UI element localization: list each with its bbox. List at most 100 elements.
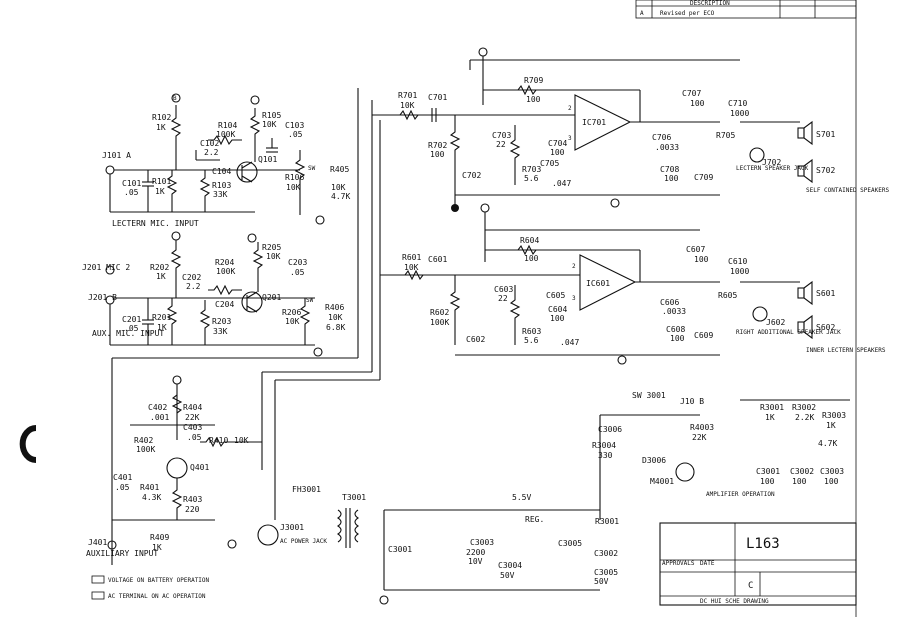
ic701-pin2: 2 — [568, 105, 572, 112]
r202-label: R202 — [150, 263, 169, 272]
ic601-pin2: 2 — [572, 263, 576, 270]
j702-jack[interactable] — [749, 147, 765, 163]
r106-value: 10K — [286, 183, 301, 192]
c607-value: 100 — [694, 255, 709, 264]
c704-value: 100 — [550, 148, 565, 157]
r406b-value: 6.8K — [326, 323, 345, 332]
c3005-label: C3005 — [558, 539, 582, 548]
size-letter: C — [748, 581, 753, 591]
c3002b-label: C3002 — [790, 467, 814, 476]
node-b-mid-2 — [247, 233, 257, 243]
c601-label: C601 — [428, 255, 447, 264]
r601-value: 10K — [404, 263, 419, 272]
node-d-ground-2 — [313, 347, 323, 357]
c3003-voltage: 10V — [468, 557, 483, 566]
c3005-big-voltage: 50V — [594, 577, 609, 586]
power-supply: FH3001 J3001 AC POWER JACK T3001 C3001 C… — [257, 485, 619, 605]
c102-label: C102 — [200, 139, 219, 148]
r702-value: 100 — [430, 150, 445, 159]
r703-value: 5.6 — [524, 174, 539, 183]
battery-legend-text: VOLTAGE ON BATTERY OPERATION — [108, 577, 210, 584]
r601-label: R601 — [402, 253, 421, 262]
r604-label: R604 — [520, 236, 539, 245]
r603-value: 5.6 — [524, 336, 539, 345]
c703-label: C703 — [492, 131, 511, 140]
c610-label: C610 — [728, 257, 747, 266]
c3001-label: C3001 — [388, 545, 412, 554]
j401-jack[interactable] — [107, 540, 117, 550]
r603-label: R603 — [522, 327, 541, 336]
r203-value: 33K — [213, 327, 228, 336]
node-d-psu — [379, 595, 389, 605]
aux-input-label: AUX. MIC. INPUT — [92, 329, 164, 338]
c3004-voltage: 50V — [500, 571, 515, 580]
r204-label: R204 — [215, 258, 234, 267]
lectern-mic-jack[interactable] — [105, 165, 115, 175]
legend: VOLTAGE ON BATTERY OPERATION AC TERMINAL… — [91, 575, 210, 600]
ic701-label: IC701 — [582, 118, 606, 127]
sw-label-top: SW — [308, 165, 316, 172]
reg-label: REG. — [525, 515, 544, 524]
aux-jack1-label: J201 MIC 2 — [82, 263, 130, 272]
r604-value: 100 — [524, 254, 539, 263]
r701-label: R701 — [398, 91, 417, 100]
date-label: DATE — [700, 560, 715, 567]
j401-label: J401 — [88, 538, 107, 547]
c401-label: C401 — [113, 473, 132, 482]
c3003b-value: 100 — [824, 477, 839, 486]
fh3001-label: FH3001 — [292, 485, 321, 494]
aux-jack2-label: J201 B — [88, 293, 117, 302]
d3006-label: D3006 — [642, 456, 666, 465]
bottom-speaker-label: INNER LECTERN SPEAKERS — [806, 347, 886, 354]
r401-value: 4.3K — [142, 493, 161, 502]
r410-value: 10K — [234, 436, 249, 445]
c606-label: C606 — [660, 298, 679, 307]
node-c-top — [451, 204, 459, 212]
r101-value: 1K — [155, 187, 165, 196]
bottom-amp-channel: R601 10K C601 R604 100 R602 100K C602 C6… — [380, 203, 886, 365]
r3004-label: R3004 — [592, 441, 616, 450]
aux-mic-jack-1[interactable] — [105, 265, 115, 275]
binding-hole-mark — [19, 425, 37, 463]
c3001b-value: 100 — [760, 477, 775, 486]
top-jack-label: LECTERN SPEAKER JACK — [736, 165, 809, 172]
j3001-ac-jack[interactable] — [257, 524, 279, 546]
ic601-pin3: 3 — [572, 295, 576, 302]
c201-value: .05 — [124, 324, 139, 333]
r703-label: R703 — [522, 165, 541, 174]
node-a-mid — [480, 203, 490, 213]
r405-value: 10K — [331, 183, 346, 192]
r205-label: R205 — [262, 243, 281, 252]
s602-label: S602 — [816, 323, 835, 332]
rev-description-header: DESCRIPTION — [690, 0, 730, 7]
r405-label: R405 — [330, 165, 349, 174]
c707-value: 100 — [690, 99, 705, 108]
j602-jack[interactable] — [752, 306, 768, 322]
m4001-meter — [675, 462, 695, 482]
r202-value: 1K — [156, 272, 166, 281]
c701-label: C701 — [428, 93, 447, 102]
j10b-label: J10 B — [680, 397, 704, 406]
j602-label: J602 — [766, 318, 785, 327]
r3002-value: 2.2K — [795, 413, 814, 422]
c608-label: C608 — [666, 325, 685, 334]
c104-label: C104 — [212, 167, 231, 176]
r3003-value: 1K — [826, 421, 836, 430]
s701-label: S701 — [816, 130, 835, 139]
r403-value: 220 — [185, 505, 200, 514]
sw-label-mid: SW — [306, 297, 314, 304]
r409-label: R409 — [150, 533, 169, 542]
lectern-input-label: LECTERN MIC. INPUT — [112, 219, 199, 228]
transformer-primary — [337, 509, 342, 543]
node-d-aux — [227, 539, 237, 549]
r3001b-value: 1K — [765, 413, 775, 422]
aux-mic-channel: J201 MIC 2 J201 B C201 .05 R201 1K R202 … — [82, 231, 345, 357]
c709-label: C709 — [694, 173, 713, 182]
m4001-label: M4001 — [650, 477, 674, 486]
c710-value: 1000 — [730, 109, 749, 118]
c710-label: C710 — [728, 99, 747, 108]
j702-label: J702 — [762, 158, 781, 167]
drawing-title: DC HUI SCHE DRAWING — [700, 598, 769, 605]
node-a-top — [478, 47, 488, 57]
r3004-value: 330 — [598, 451, 613, 460]
